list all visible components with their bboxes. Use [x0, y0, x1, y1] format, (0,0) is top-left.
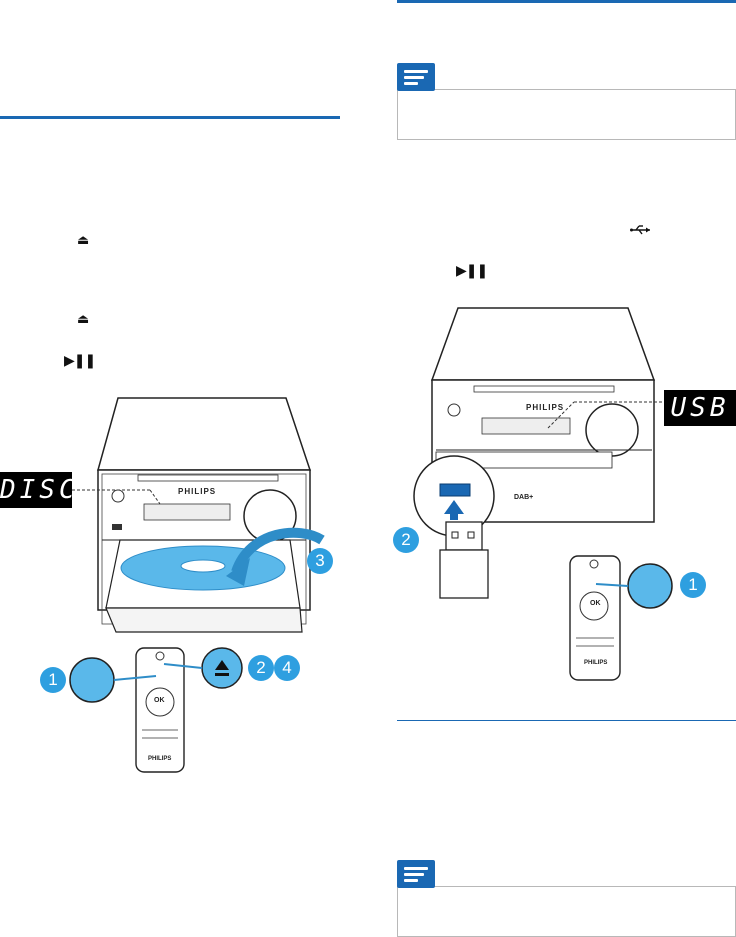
- note-icon: [397, 860, 435, 888]
- usb-device-drawing: [413, 307, 673, 681]
- section-rule-left: [0, 116, 340, 119]
- note-box-bottom: [397, 886, 736, 937]
- step-badge-2: 2: [248, 655, 274, 681]
- note-icon: [397, 63, 435, 91]
- display-readout-disc: DISC: [0, 472, 75, 508]
- usb-icon: [630, 225, 650, 235]
- step-badge-2: 2: [393, 527, 419, 553]
- remote-ok-label: OK: [590, 600, 601, 607]
- section-rule-top-right: [397, 0, 736, 3]
- step-badge-1: 1: [680, 572, 706, 598]
- display-readout-usb: USB: [664, 390, 736, 426]
- play-pause-icon: ▶❚❚: [64, 353, 96, 369]
- remote-brand: PHILIPS: [584, 660, 608, 666]
- step-badge-4: 4: [274, 655, 300, 681]
- step-badge-3: 3: [307, 548, 333, 574]
- dab-label: DAB+: [514, 494, 534, 501]
- remote-ok-label: OK: [154, 697, 165, 704]
- eject-icon: ⏏: [77, 312, 90, 327]
- brand-logo: PHILIPS: [178, 487, 217, 496]
- brand-logo: PHILIPS: [526, 403, 565, 412]
- disc-device-drawing: [69, 397, 325, 773]
- note-box-top: [397, 89, 736, 140]
- section-rule-bottom-right: [397, 720, 736, 721]
- step-badge-1: 1: [40, 667, 66, 693]
- eject-icon: ⏏: [77, 233, 90, 248]
- play-pause-icon: ▶❚❚: [456, 263, 488, 279]
- remote-brand: PHILIPS: [148, 756, 172, 762]
